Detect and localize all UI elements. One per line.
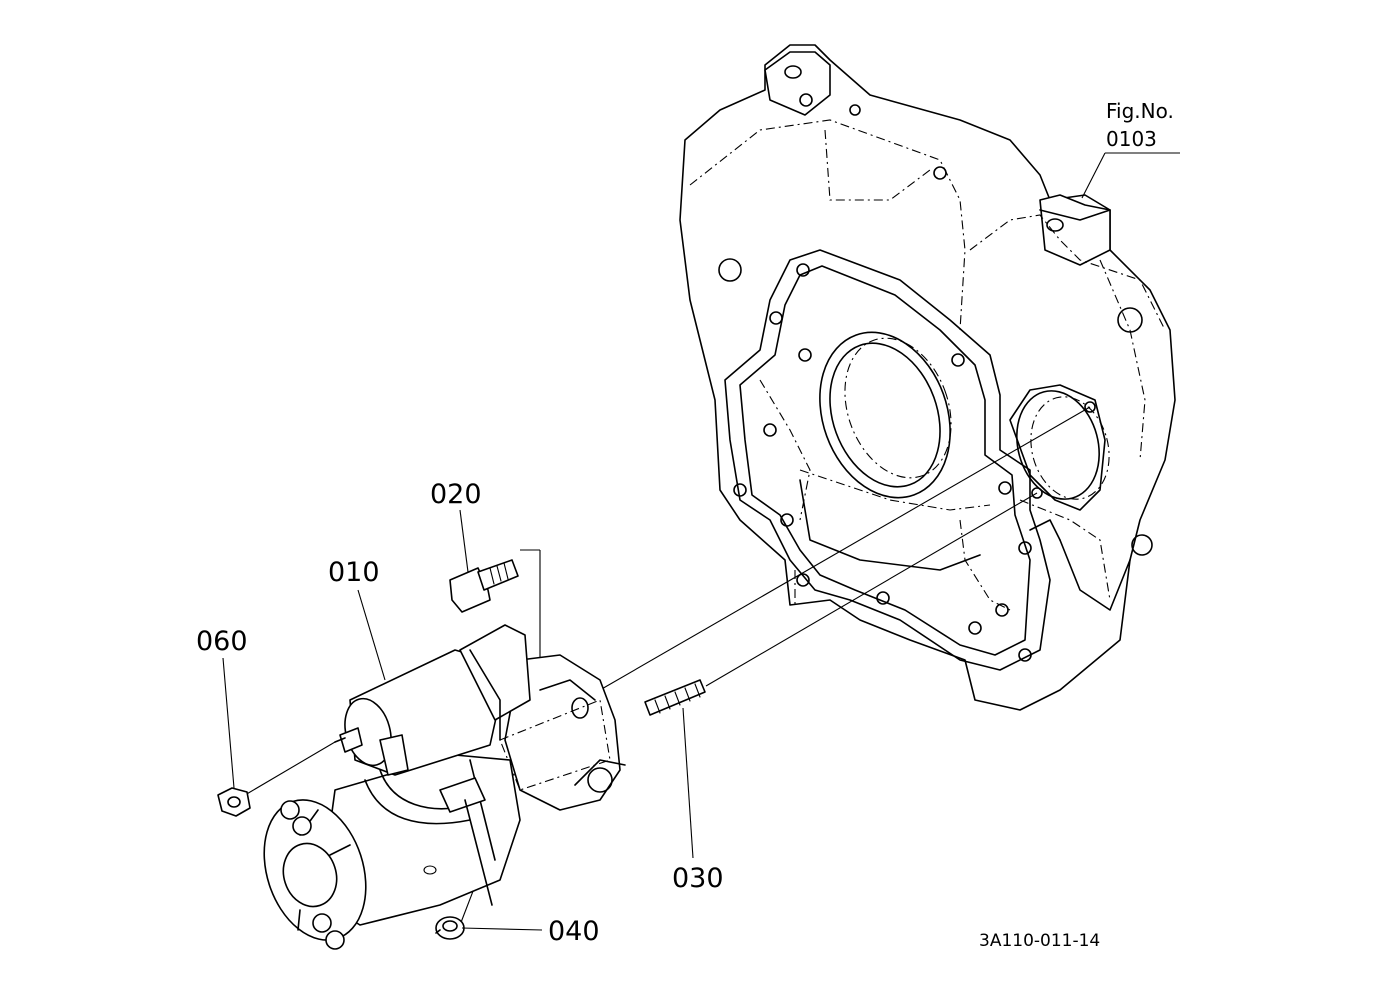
callout-leaders bbox=[222, 152, 1180, 931]
flywheel-housing bbox=[679, 44, 1176, 711]
flange-nut-040 bbox=[435, 916, 465, 940]
callout-030: 030 bbox=[672, 863, 724, 894]
hex-bolt-020 bbox=[449, 559, 519, 613]
drawing-code: 3A110-011-14 bbox=[979, 931, 1100, 951]
housing-bolt-holes bbox=[718, 93, 1153, 662]
callout-020: 020 bbox=[430, 479, 482, 510]
callout-040: 040 bbox=[548, 916, 600, 947]
figure-ref-label: Fig.No. bbox=[1106, 99, 1174, 123]
stud-030 bbox=[644, 679, 706, 716]
callout-060: 060 bbox=[196, 626, 248, 657]
callout-010: 010 bbox=[328, 557, 380, 588]
figure-ref-number: 0103 bbox=[1106, 127, 1157, 151]
starter-motor bbox=[263, 624, 626, 950]
hex-nut-060 bbox=[217, 787, 251, 817]
